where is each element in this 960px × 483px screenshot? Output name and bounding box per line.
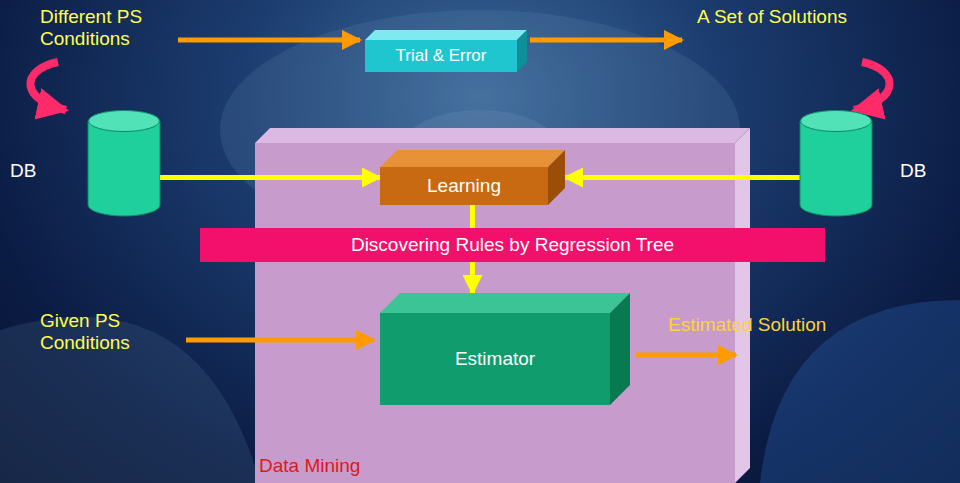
side-face	[548, 150, 565, 205]
flow-arrow	[530, 38, 682, 43]
flow-arrow	[636, 353, 736, 358]
top-face	[365, 30, 527, 40]
free-label: A Set of Solutions	[697, 6, 847, 28]
cylinder-top	[801, 111, 872, 132]
front-face	[380, 313, 610, 405]
free-label: Given PS Conditions	[40, 310, 180, 354]
front-face	[365, 40, 517, 72]
database-cylinder: DB	[800, 110, 872, 216]
text-area: Estimator	[380, 313, 610, 405]
node-label: Learning	[427, 175, 501, 197]
cyl-outline	[800, 110, 872, 216]
band-fill	[200, 228, 825, 262]
node-label: Estimator	[455, 348, 535, 370]
side-face	[610, 293, 630, 405]
top-face	[380, 150, 565, 167]
cylinder-body	[800, 121, 872, 216]
cylinder-top	[89, 111, 160, 132]
process-box: Trial & Error	[365, 30, 527, 72]
region-box: Data Mining LearningDiscovering Rules by …	[255, 128, 750, 483]
node-label: DB	[10, 160, 36, 182]
store-arrow	[854, 62, 890, 110]
database-cylinder: DB	[88, 110, 160, 216]
top-face	[380, 293, 630, 313]
store-arrow	[30, 62, 66, 110]
flow-connector	[160, 175, 380, 180]
node-label: Discovering Rules by Regression Tree	[351, 234, 674, 256]
node-label: Trial & Error	[396, 45, 487, 67]
cyl-outline	[88, 110, 160, 216]
free-label: Estimated Solution	[668, 314, 918, 336]
process-box: Estimator	[380, 293, 630, 405]
front-face	[380, 167, 548, 205]
node-label: DB	[900, 160, 926, 182]
flow-connector	[565, 175, 800, 180]
banner-band: Discovering Rules by Regression Tree	[200, 228, 825, 262]
front-face	[255, 143, 735, 483]
top-face	[255, 128, 750, 143]
process-box: Learning	[380, 150, 565, 205]
text-area: Trial & Error	[365, 40, 517, 72]
flow-arrow	[186, 338, 374, 343]
cylinder-body	[88, 121, 160, 216]
text-area: Discovering Rules by Regression Tree	[200, 228, 825, 262]
side-face	[735, 128, 750, 483]
text-area: Learning	[380, 167, 548, 205]
side-face	[517, 30, 527, 72]
free-label: Different PS Conditions	[40, 6, 180, 50]
node-label: Data Mining	[259, 455, 360, 477]
flow-arrow	[178, 38, 360, 43]
